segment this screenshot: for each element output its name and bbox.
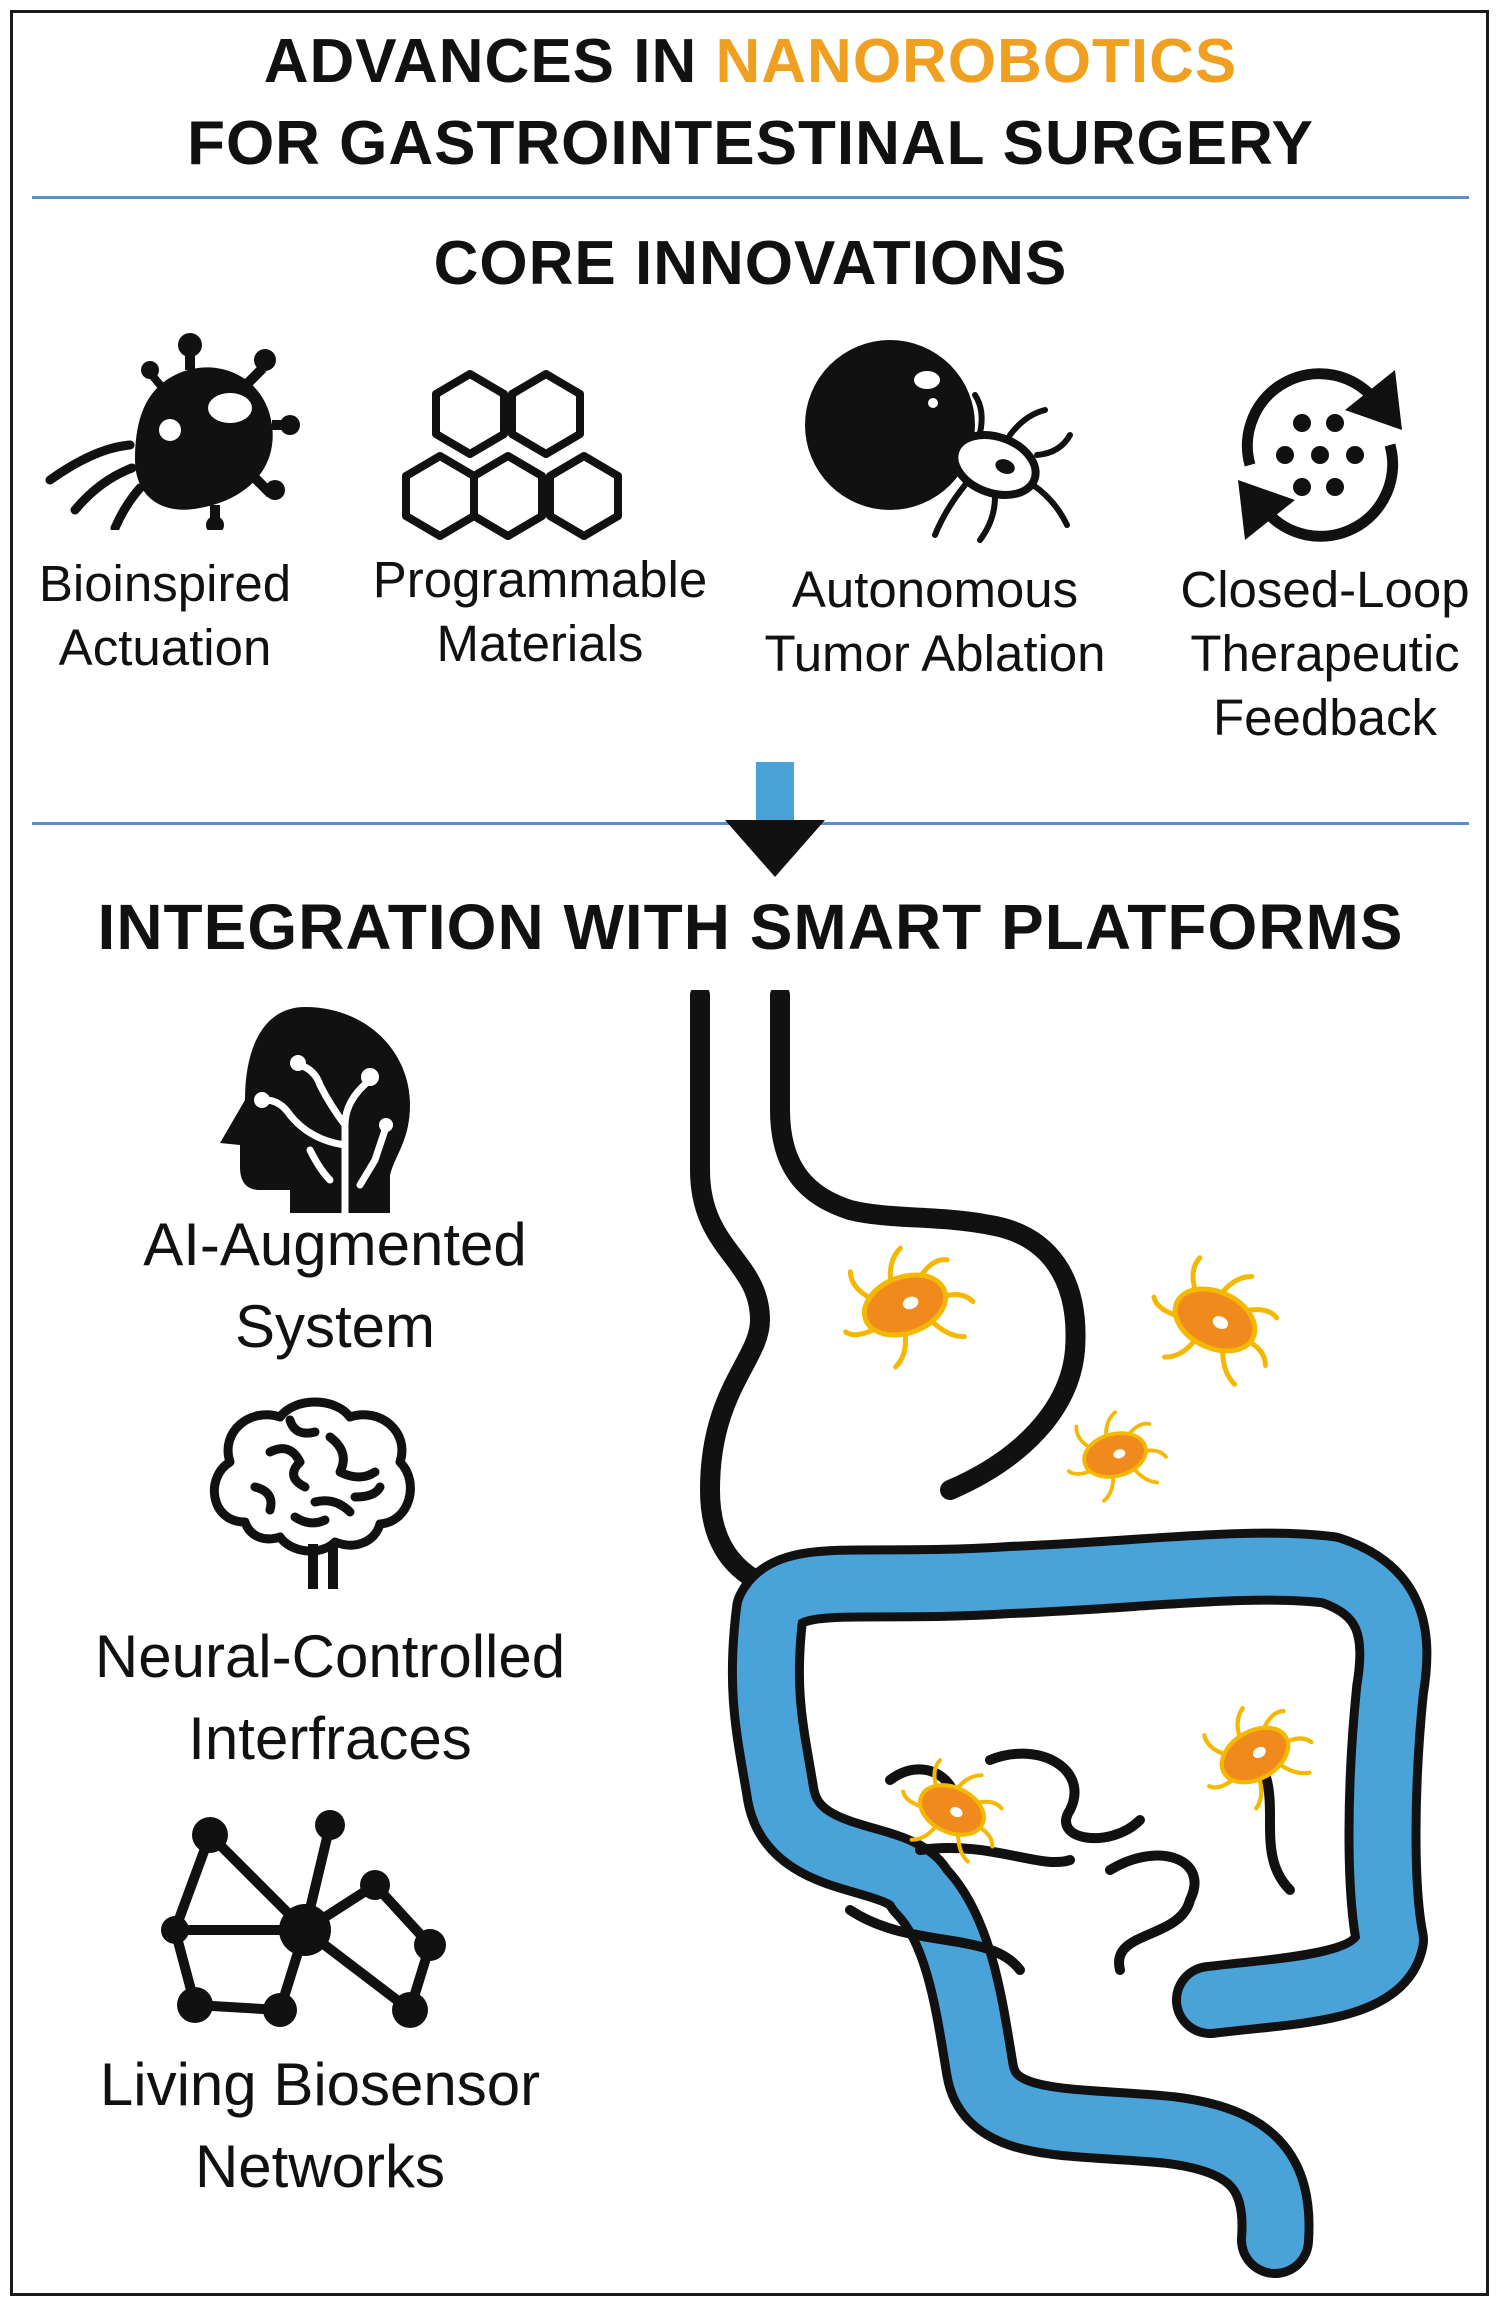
smart-item-living-biosensor-networks: Living Biosensor Networks <box>99 2051 541 2200</box>
brain-icon <box>210 1397 415 1589</box>
feedback-loop-icon <box>1238 368 1402 542</box>
hexagon-lattice-icon <box>402 370 622 540</box>
divider-top <box>32 196 1469 199</box>
title-line-1: ADVANCES IN NANOROBOTICS <box>0 26 1501 97</box>
title-accent: NANOROBOTICS <box>715 27 1238 96</box>
smart-item-ai-augmented-system: AI-Augmented System <box>143 1211 527 1360</box>
core-item-autonomous-tumor-ablation: Autonomous Tumor Ablation <box>764 561 1106 682</box>
gastrointestinal-tract-illustration <box>690 990 1432 2278</box>
core-innovations-title: CORE INNOVATIONS <box>433 229 1068 298</box>
smart-item-neural-controlled-interfaces: Neural-Controlled Interfraces <box>94 1623 566 1772</box>
title-part-1: ADVANCES IN <box>263 27 716 96</box>
ai-head-icon <box>220 1007 410 1215</box>
core-item-programmable-materials: Programmable Materials <box>372 551 708 672</box>
tumor-ablation-icon <box>805 340 1073 543</box>
down-arrow-icon <box>725 762 825 877</box>
network-icon <box>161 1810 446 2028</box>
microbe-robot-icon <box>45 333 300 530</box>
smart-platforms-title: INTEGRATION WITH SMART PLATFORMS <box>97 891 1404 963</box>
core-item-closed-loop-feedback: Closed-Loop Therapeutic Feedback <box>1180 561 1470 746</box>
core-item-bioinspired-actuation: Bioinspired Actuation <box>38 555 292 676</box>
title-line-2: FOR GASTROINTESTINAL SURGERY <box>187 109 1314 178</box>
